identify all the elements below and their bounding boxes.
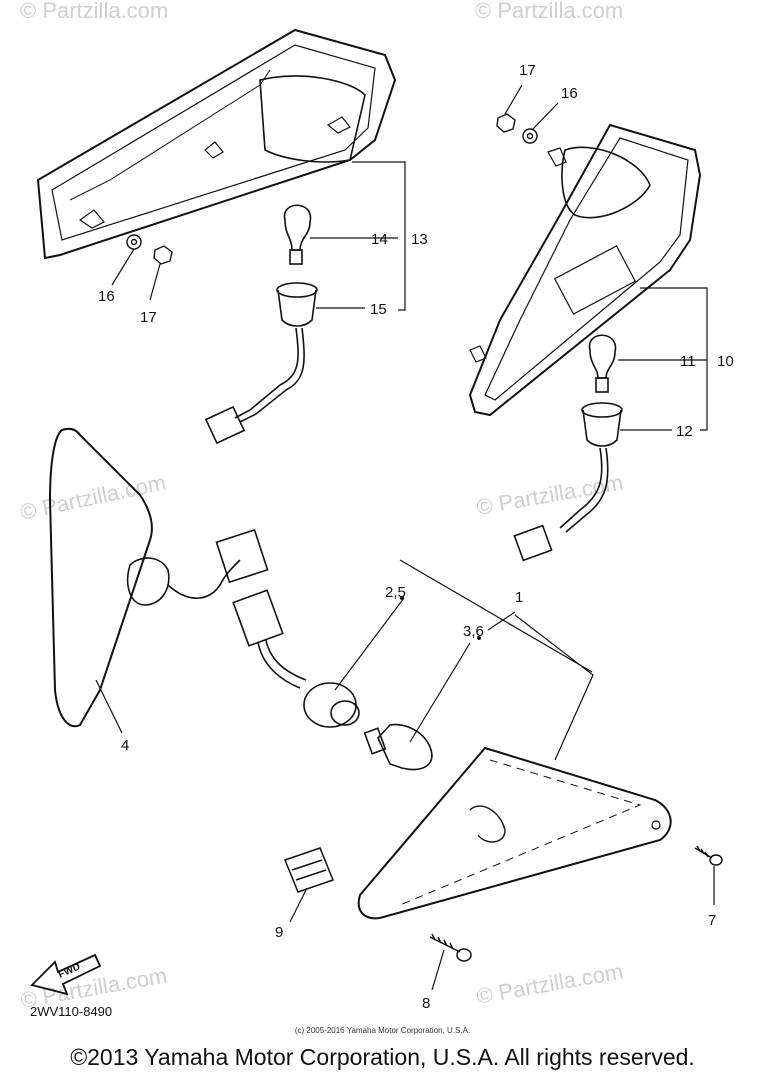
watermark: © Partzilla.com — [18, 470, 168, 525]
label-part-17: 17 — [140, 309, 157, 326]
label-dots — [400, 596, 481, 640]
label-part-12: 12 — [676, 423, 693, 440]
label-part-7: 7 — [708, 912, 716, 929]
watermark: © Partzilla.com — [20, 0, 168, 23]
label-part-16: 16 — [561, 85, 578, 102]
front-flasher-body-left — [48, 427, 269, 728]
right-washer — [522, 128, 538, 144]
front-flasher-lens — [357, 746, 672, 920]
label-part-8: 8 — [422, 995, 430, 1012]
right-rear-lens-housing — [468, 123, 702, 417]
diagram-code: 2WV110-8490 — [30, 1004, 113, 1019]
small-credit: (c) 2005-2016 Yamaha Motor Corporation, … — [294, 1026, 471, 1035]
right-socket — [513, 402, 623, 562]
label-part-9: 9 — [275, 924, 283, 941]
front-flasher-bulb — [363, 723, 433, 771]
label-part-11: 11 — [680, 353, 696, 370]
left-rear-lens-housing — [36, 28, 397, 260]
part-labels: 1 2,5 3,6 4 7 8 9 10 11 12 13 14 15 16 1… — [98, 62, 734, 1012]
clip-9 — [284, 847, 334, 893]
label-part-16: 16 — [98, 288, 115, 305]
right-bulb — [588, 334, 617, 393]
label-part-17: 17 — [519, 62, 536, 79]
label-part-15: 15 — [370, 301, 387, 318]
label-part-10: 10 — [717, 353, 734, 370]
right-nut — [496, 113, 516, 133]
screw-8 — [429, 933, 472, 962]
leader-lines — [95, 84, 715, 991]
left-socket — [204, 282, 318, 445]
front-flasher-socket — [232, 589, 360, 728]
screw-7 — [694, 845, 723, 866]
label-part-13: 13 — [411, 231, 428, 248]
label-part-4: 4 — [121, 737, 129, 754]
watermark: © Partzilla.com — [475, 959, 625, 1009]
copyright-notice: ©2013 Yamaha Motor Corporation, U.S.A. A… — [70, 1044, 695, 1070]
left-bulb — [283, 204, 312, 265]
label-part-14: 14 — [371, 231, 388, 248]
left-washer — [126, 234, 142, 250]
label-part-3-6: 3,6 — [463, 623, 484, 640]
label-part-1: 1 — [515, 589, 523, 606]
watermark: © Partzilla.com — [475, 0, 623, 23]
left-nut — [153, 245, 173, 265]
